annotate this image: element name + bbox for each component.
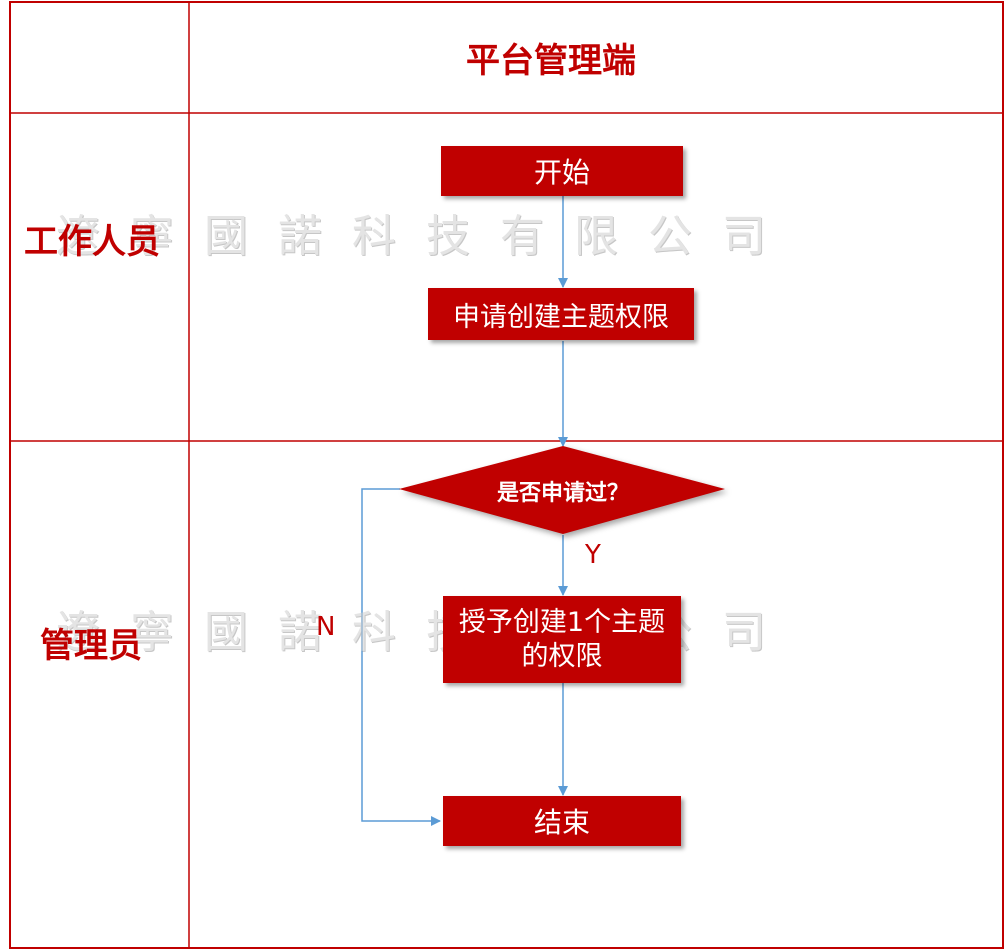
decision-diamond: [399, 446, 725, 534]
node-apply-label: 申请创建主题权限: [453, 301, 669, 333]
node-grant-label: 授予创建1个主题的权限: [458, 606, 666, 672]
edge-decision-no: [361, 488, 441, 826]
node-start: 开始: [441, 146, 683, 196]
header-title: 平台管理端: [466, 41, 636, 81]
node-end-label: 结束: [533, 806, 590, 839]
node-decision-label: 是否申请过？: [496, 481, 629, 506]
lane-label-admin: 管理员: [40, 626, 142, 666]
edge-label-yes: Y: [585, 540, 601, 570]
node-apply: 申请创建主题权限: [428, 288, 694, 340]
node-start-label: 开始: [533, 156, 590, 189]
node-grant: 授予创建1个主题的权限: [443, 596, 681, 683]
edge-label-no: N: [316, 612, 336, 642]
node-end: 结束: [443, 796, 681, 846]
lane-label-staff: 工作人员: [24, 222, 160, 262]
